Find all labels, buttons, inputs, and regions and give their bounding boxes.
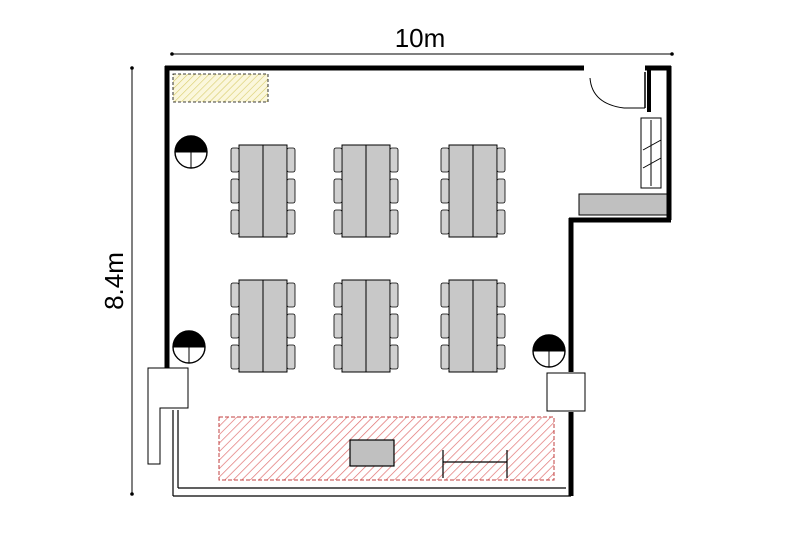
chair [440,209,450,235]
table [448,144,474,238]
table [448,279,474,373]
width-label: 10m [395,23,446,53]
chair [496,344,506,370]
chair [230,209,240,235]
chair [496,282,506,308]
walls [164,65,672,497]
height-label: 8.4m [99,252,129,310]
chair [230,344,240,370]
table [341,279,367,373]
chair [333,178,343,204]
height-dimension: 8.4m [99,66,134,496]
chair [286,209,296,235]
light-fixture [172,330,206,364]
chair [389,313,399,339]
chair [496,209,506,235]
chair [440,344,450,370]
table-group [230,144,296,238]
table [472,144,498,238]
table [262,144,288,238]
chair [389,209,399,235]
chair [333,313,343,339]
chair [440,313,450,339]
chair [389,178,399,204]
table [365,144,391,238]
light-fixture [532,334,566,368]
table-group [440,144,506,238]
chair [286,147,296,173]
table [238,144,264,238]
chair [440,147,450,173]
table-group [440,279,506,373]
table-group [333,279,399,373]
pillar-box-left [147,367,189,465]
chair [286,344,296,370]
stair-railing [640,117,662,189]
table [262,279,288,373]
chair [286,313,296,339]
chair [230,313,240,339]
counter [578,193,668,216]
chair [389,282,399,308]
chair [333,282,343,308]
stage-area [218,416,555,481]
chair [496,147,506,173]
pillar-box-right [546,372,586,412]
chair [440,282,450,308]
table [472,279,498,373]
table [238,279,264,373]
lectern [349,439,395,467]
chair [230,147,240,173]
screen-stand [442,450,508,478]
chair [286,178,296,204]
lights [172,135,566,368]
tables [230,144,506,373]
chair [333,344,343,370]
table-group [333,144,399,238]
chair [230,282,240,308]
chair [389,147,399,173]
chair [333,147,343,173]
storage-area [172,73,269,103]
chair [496,313,506,339]
table-group [230,279,296,373]
chair [389,344,399,370]
light-fixture [174,135,208,169]
chair [440,178,450,204]
chair [496,178,506,204]
door [589,72,646,109]
table [365,279,391,373]
width-dimension: 10m [170,23,674,56]
chair [286,282,296,308]
chair [333,209,343,235]
table [341,144,367,238]
chair [230,178,240,204]
